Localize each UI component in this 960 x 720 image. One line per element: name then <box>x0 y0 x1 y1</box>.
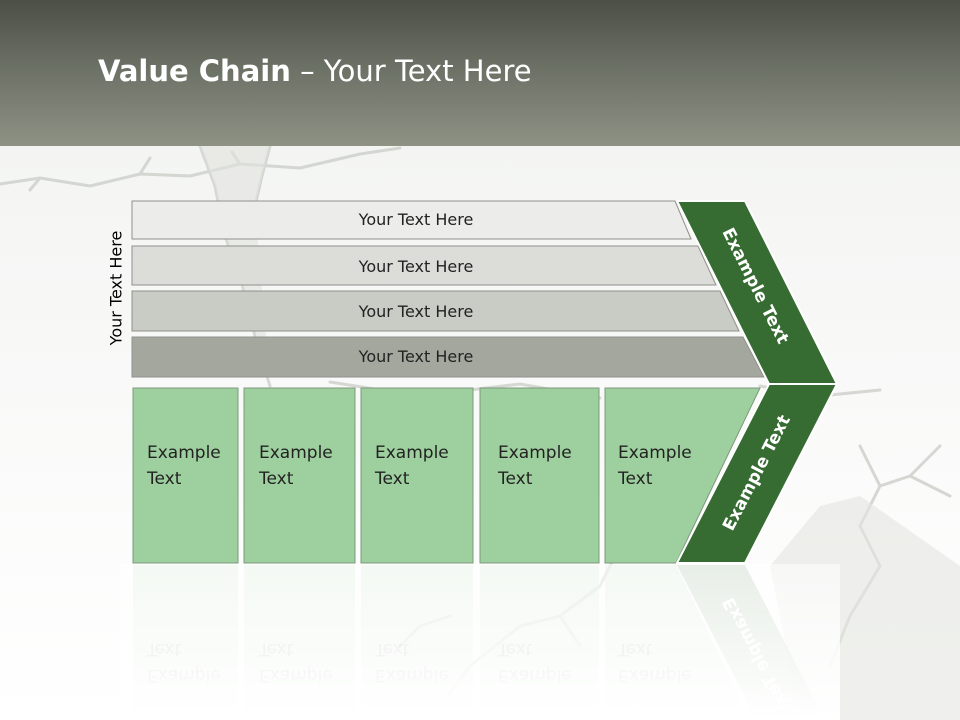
box-group: Example Text Example Text Example Text E… <box>132 387 761 564</box>
box-2-line1: Example <box>259 443 333 463</box>
reflection-fade <box>120 564 840 720</box>
box-3-line1: Example <box>375 443 449 463</box>
side-label-text: Your Text Here <box>106 230 126 346</box>
box-2-line2: Text <box>258 469 294 489</box>
box-1-line1: Example <box>147 443 221 463</box>
bar-4 <box>131 336 765 378</box>
box-4 <box>479 387 600 564</box>
box-1 <box>132 387 239 564</box>
box-4-line2: Text <box>497 469 533 489</box>
title-rest: – Your Text Here <box>290 54 532 88</box>
slide-title: Value Chain – Your Text Here <box>98 54 532 88</box>
box-5-line2: Text <box>617 469 653 489</box>
title-bold: Value Chain <box>98 54 291 88</box>
box-5-line1: Example <box>618 443 692 463</box>
header-band: Value Chain – Your Text Here <box>0 0 960 146</box>
bar-group: Your Text Here Your Text Here Your Text … <box>131 200 765 378</box>
box-3 <box>360 387 474 564</box>
bar-4-label: Your Text Here <box>358 347 474 366</box>
bar-3-label: Your Text Here <box>358 302 474 321</box>
box-3-line2: Text <box>374 469 410 489</box>
bar-3 <box>131 290 740 332</box>
box-4-line1: Example <box>498 443 572 463</box>
box-2 <box>243 387 356 564</box>
bar-1 <box>131 200 692 240</box>
box-1-line2: Text <box>146 469 182 489</box>
bar-1-label: Your Text Here <box>358 210 474 229</box>
bar-2-label: Your Text Here <box>358 257 474 276</box>
bar-2 <box>131 245 717 286</box>
chevron-lower-arm <box>676 383 838 564</box>
